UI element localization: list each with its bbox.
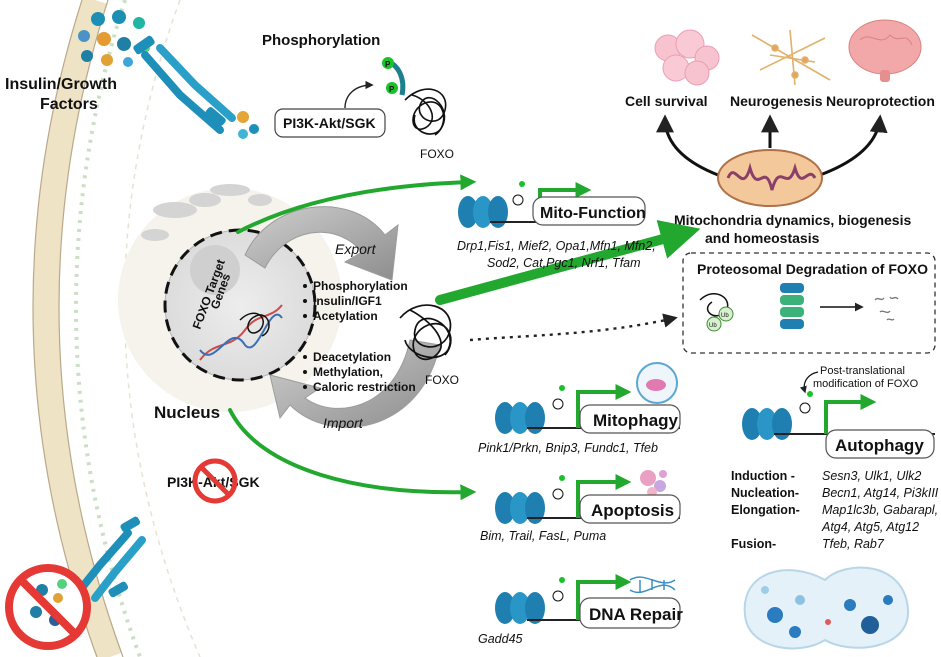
autophagy-stage-5: Fusion- [731,537,776,551]
phosphorylation-label: Phosphorylation [262,32,380,49]
insulin-receptor-top [133,35,259,139]
autophagy-genes-4: Atg4, Atg5, Atg12 [821,520,919,534]
mito-genes-2: Sod2, Cat,Pgc1, Nrf1, Tfam [487,256,641,270]
neuroprotection-label: Neuroprotection [826,93,935,109]
arrow-to-neuroprotection [819,114,888,177]
apoptosis-genes: Bim, Trail, FasL, Puma [480,529,606,543]
ub-label-2: Ub [721,313,729,319]
dna-repair-icon [629,576,676,594]
autophagy-genes-5: Tfeb, Rab7 [822,537,885,551]
dna-repair-label: DNA Repair [589,605,683,624]
mitophagy-label: Mitophagy [593,411,679,430]
autophagy-genes-1: Sesn3, Ulk1, Ulk2 [822,469,921,483]
p-badge-1: P [385,60,391,69]
autophagy-stage-3: Elongation- [731,503,800,517]
proteasome-icon [780,283,804,329]
mito-caption-1: Mitochondria dynamics, biogenesis [674,212,911,228]
neurons-icon [751,29,831,86]
cell-survival-label: Cell survival [625,93,708,109]
autophagy-stage-2: Nucleation- [731,486,799,500]
import-factors-list: Deacetylation Methylation, Caloric restr… [303,350,416,394]
degradation-dotted-arrow [469,313,678,342]
apoptosis-label: Apoptosis [591,501,674,520]
autophagy-module: Autophagy [742,391,935,459]
dna-helix-icon [199,304,283,361]
export-arrow [244,206,399,281]
mitochondrion-icon [717,149,823,207]
autolysosome-icon [743,566,910,650]
foxo-protein-in-nucleus [239,312,270,337]
export-factor-3: Acetylation [313,309,378,323]
import-arrow [269,339,441,428]
autophagy-genes-3: Map1lc3b, Gabarapl, [822,503,938,517]
brain-icon [848,19,922,82]
foxo-protein-top [404,88,447,136]
p-badge-2: P [389,85,395,94]
arrow-to-cell-survival [656,114,719,177]
apoptosis-module: Apoptosis [495,470,681,524]
export-factors-list: Phosphorylation Insulin/IGF1 Acetylation [303,279,408,323]
ub-label-1: Ub [709,323,717,329]
autophagy-gene-table: Induction - Sesn3, Ulk1, Ulk2 Nucleation… [731,469,939,551]
kinase-box [274,108,386,138]
phospho-groups: P P [382,57,406,96]
ptm-label-1: Post-translational [820,365,905,377]
autophagy-label: Autophagy [835,436,924,455]
neurogenesis-label: Neurogenesis [730,93,823,109]
prohibition-icon-kinase [192,458,238,504]
export-label: Export [335,241,377,257]
insulin-label-2: Factors [40,96,98,113]
foxo-protein-cytoplasm [399,304,452,361]
dna-repair-module: DNA Repair [495,574,683,629]
mito-genes-1: Drp1,Fis1, Mief2, Opa1,Mfn1, Mfn2, [457,239,656,253]
degraded-peptides-icon [874,296,899,321]
export-factor-2: Insulin/IGF1 [313,294,382,308]
ptm-arrow [799,371,819,394]
phospho-arrow [344,80,374,109]
import-label: Import [323,415,364,431]
mito-caption-2: and homeostasis [705,230,820,246]
prohibition-icon-factors [5,564,91,650]
nucleus [118,188,342,412]
mitophagy-module: Mitophagy [495,362,681,434]
import-factor-2: Methylation, [313,365,383,379]
ptm-label-2: modification of FOXO [813,378,919,390]
kinase-box-label: PI3K-Akt/SGK [283,115,376,131]
autophagy-stage-1: Induction - [731,469,795,483]
insulin-receptor-bottom [76,516,146,602]
cell-membrane [32,0,201,657]
proteasome-box [682,252,936,354]
import-factor-3: Caloric restriction [313,380,416,394]
cell-cluster-icon [654,29,720,86]
nucleus-label: Nucleus [154,403,220,422]
insulin-label-1: Insulin/Growth [5,76,117,93]
export-factor-1: Phosphorylation [313,279,408,293]
mitophagy-genes: Pink1/Prkn, Bnip3, Fundc1, Tfeb [478,441,658,455]
mito-function-module: Mito-Function [458,181,646,228]
endoplasmic-reticulum [141,184,272,241]
foxo-label-cytoplasm: FOXO [425,373,459,387]
ubiquitin-foxo-icon: Ub Ub [699,293,734,332]
growth-factor-molecules [78,10,150,67]
autophagy-genes-2: Becn1, Atg14, Pi3kIII [822,486,939,500]
dna-repair-genes: Gadd45 [478,632,523,646]
green-pathway-arrows [228,174,701,501]
mito-function-label: Mito-Function [540,205,646,222]
apoptotic-cell-icon [640,470,667,497]
import-factor-1: Deacetylation [313,350,391,364]
foxo-label-top: FOXO [420,147,454,161]
proteasome-title: Proteosomal Degradation of FOXO [697,261,928,277]
